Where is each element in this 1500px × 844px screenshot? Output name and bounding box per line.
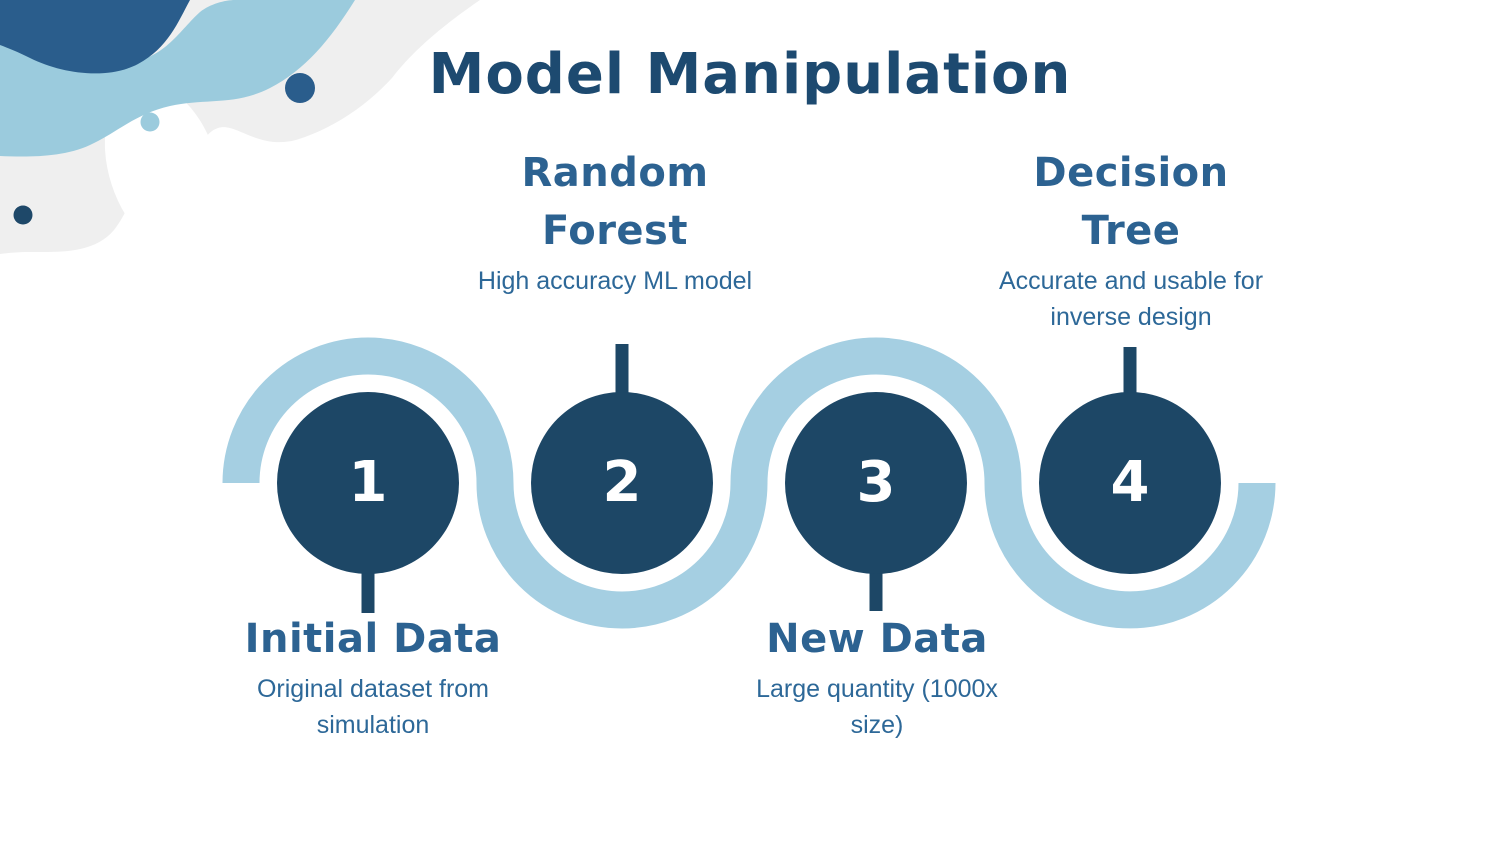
step-number-2: 2 xyxy=(602,450,642,515)
step-node-4 xyxy=(1026,347,1234,587)
step-label-initial-data: Initial Data Original dataset from simul… xyxy=(203,610,543,743)
step-label-new-data: New Data Large quantity (1000x size) xyxy=(707,610,1047,743)
white-hill-notch xyxy=(104,82,222,254)
step-title: Initial Data xyxy=(244,616,502,662)
medium-blue-dot xyxy=(285,73,315,103)
step-label-decision-tree: Decision Tree Accurate and usable for in… xyxy=(961,144,1301,335)
step-description: Original dataset from simulation xyxy=(256,675,490,739)
step-title: Random Forest xyxy=(521,150,709,254)
step-node-3 xyxy=(772,379,980,611)
step-title: New Data xyxy=(766,616,988,662)
light-blue-blob xyxy=(0,0,355,157)
timeline-wave xyxy=(222,337,1276,629)
step-title: Decision Tree xyxy=(1033,150,1229,254)
step-number-4: 4 xyxy=(1110,450,1150,515)
node-circle xyxy=(531,392,713,574)
step-node-1 xyxy=(264,379,472,613)
navy-dot xyxy=(13,205,33,225)
step-node-2 xyxy=(518,344,726,587)
step-description: Large quantity (1000x size) xyxy=(756,675,998,739)
page-title: Model Manipulation xyxy=(428,42,1072,107)
step-number-1: 1 xyxy=(348,450,388,515)
corner-decoration xyxy=(0,0,480,254)
step-number-3: 3 xyxy=(856,450,896,515)
step-description: High accuracy ML model xyxy=(477,267,753,295)
dark-blue-blob xyxy=(0,0,190,74)
node-circle xyxy=(277,392,459,574)
light-blue-dot xyxy=(140,112,160,132)
step-label-random-forest: Random Forest High accuracy ML model xyxy=(445,144,785,300)
node-circle xyxy=(785,392,967,574)
node-circle xyxy=(1039,392,1221,574)
step-description: Accurate and usable for inverse design xyxy=(998,267,1264,331)
